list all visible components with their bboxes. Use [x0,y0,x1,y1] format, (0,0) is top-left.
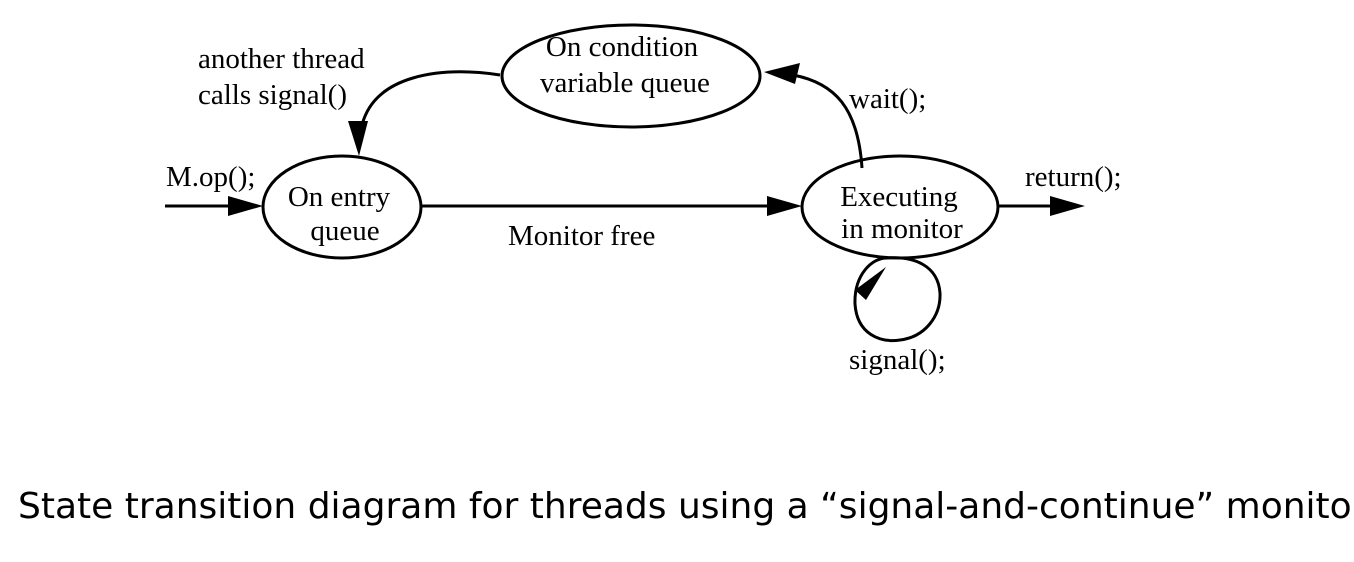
signal-from-other-thread-arrow [360,70,501,126]
figure-caption: State transition diagram for threads usi… [18,486,1354,527]
another-thread-label-line1: another thread [198,43,365,75]
state-transition-diagram: On condition variable queue On entry que… [165,23,1122,376]
wait-arrowhead [764,63,800,84]
another-thread-label-line2: calls signal() [198,79,347,111]
condition-queue-label-line2: variable queue [540,67,710,99]
executing-label-line1: Executing [840,181,958,213]
signal-from-other-thread-arrowhead [348,121,368,156]
signal-label: signal(); [849,344,946,376]
entry-arrowhead [228,196,263,216]
monitor-op-label: M.op(); [166,161,255,193]
wait-label: wait(); [849,83,926,115]
return-label: return(); [1025,161,1122,193]
monitor-free-arrowhead [767,196,802,216]
wait-arrow [792,73,864,169]
signal-self-loop [853,256,942,343]
condition-queue-state [500,23,762,129]
entry-queue-label-line2: queue [310,215,379,247]
signal-self-loop-arrowhead [855,267,886,300]
monitor-free-label: Monitor free [508,220,655,252]
executing-label-line2: in monitor [841,213,963,245]
return-arrowhead [1050,196,1085,216]
condition-queue-label-line1: On condition [546,31,699,63]
entry-queue-label-line1: On entry [288,181,391,213]
entry-queue-state [261,154,423,260]
